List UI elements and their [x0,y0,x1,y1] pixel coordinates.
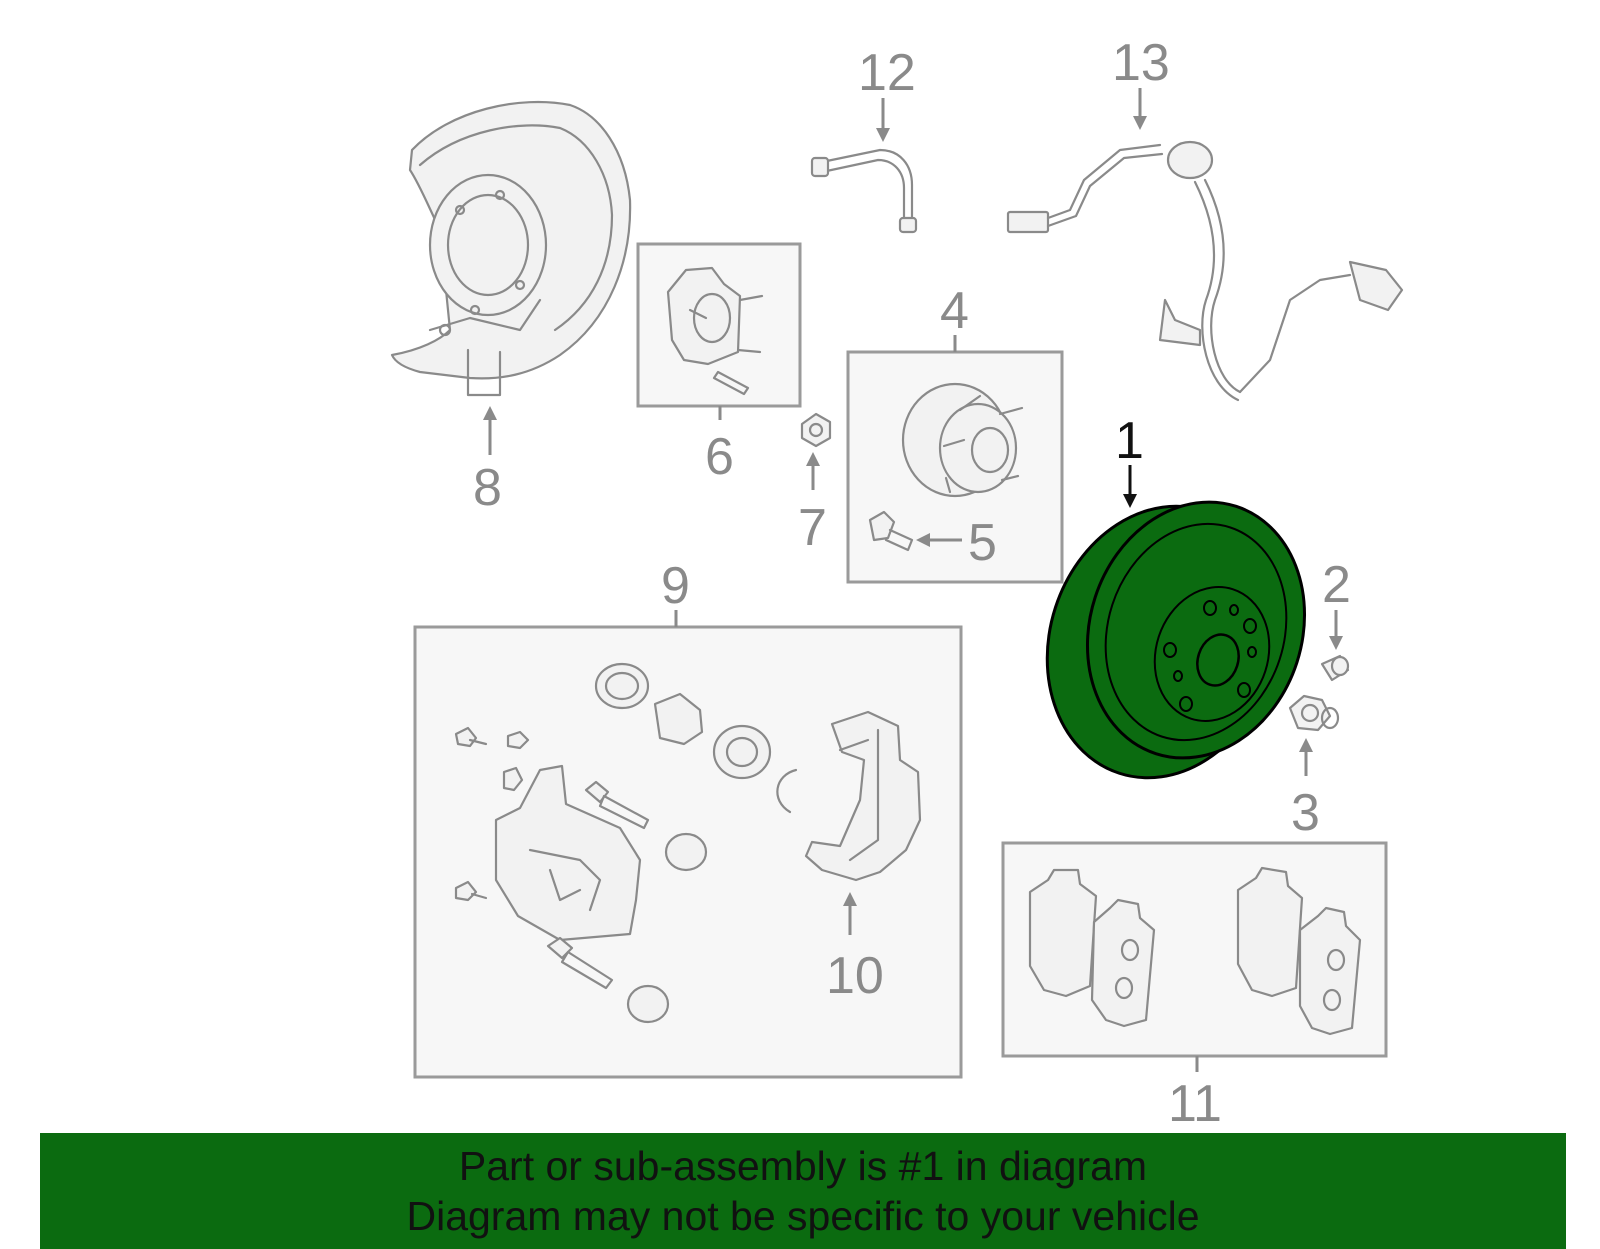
callout-13: 13 [1112,34,1170,130]
callout-3-number: 3 [1291,784,1320,842]
callout-13-number: 13 [1112,34,1170,92]
part-13-abs-sensor[interactable] [1006,140,1404,402]
part-1-brake-rotor[interactable] [1013,474,1337,808]
callout-6-number: 6 [705,428,734,486]
part-8-dust-shield[interactable] [390,100,632,397]
callout-2: 2 [1322,556,1351,650]
callout-10-number: 10 [826,947,884,1005]
banner-line-1: Part or sub-assembly is #1 in diagram [458,1143,1148,1189]
callout-9: 9 [661,557,690,627]
callout-9-number: 9 [661,557,690,615]
callout-8: 8 [473,406,502,517]
callout-12-number: 12 [858,44,916,102]
part-6-knuckle[interactable] [636,242,802,408]
callout-4-number: 4 [940,282,969,340]
callout-8-number: 8 [473,459,502,517]
callout-3: 3 [1291,738,1320,842]
part-12-brake-hose[interactable] [810,148,918,234]
callout-7: 7 [798,452,827,557]
part-5-bolt[interactable] [868,510,914,552]
callout-6: 6 [705,406,734,486]
part-4-hub-bearing[interactable] [846,350,1064,584]
callout-11-number: 11 [1168,1075,1222,1133]
callout-1-number: 1 [1115,412,1144,470]
banner-line-2: Diagram may not be specific to your vehi… [406,1193,1200,1239]
callout-10: 10 [826,892,884,1005]
part-11-brake-pads[interactable] [1001,841,1388,1058]
callout-7-number: 7 [798,499,827,557]
part-10-caliper-bracket[interactable] [804,710,922,882]
callout-1: 1 [1115,412,1144,508]
callout-2-number: 2 [1322,556,1351,614]
callout-11: 11 [1168,1056,1222,1133]
part-2-cap[interactable] [1320,654,1350,682]
callout-5: 5 [916,514,997,572]
info-banner: Part or sub-assembly is #1 in diagram Di… [40,1133,1566,1249]
part-7-nut[interactable] [800,412,832,448]
part-3-lug-nut[interactable] [1288,694,1340,732]
callout-4: 4 [940,282,969,352]
callout-5-number: 5 [968,514,997,572]
callout-12: 12 [858,44,916,142]
